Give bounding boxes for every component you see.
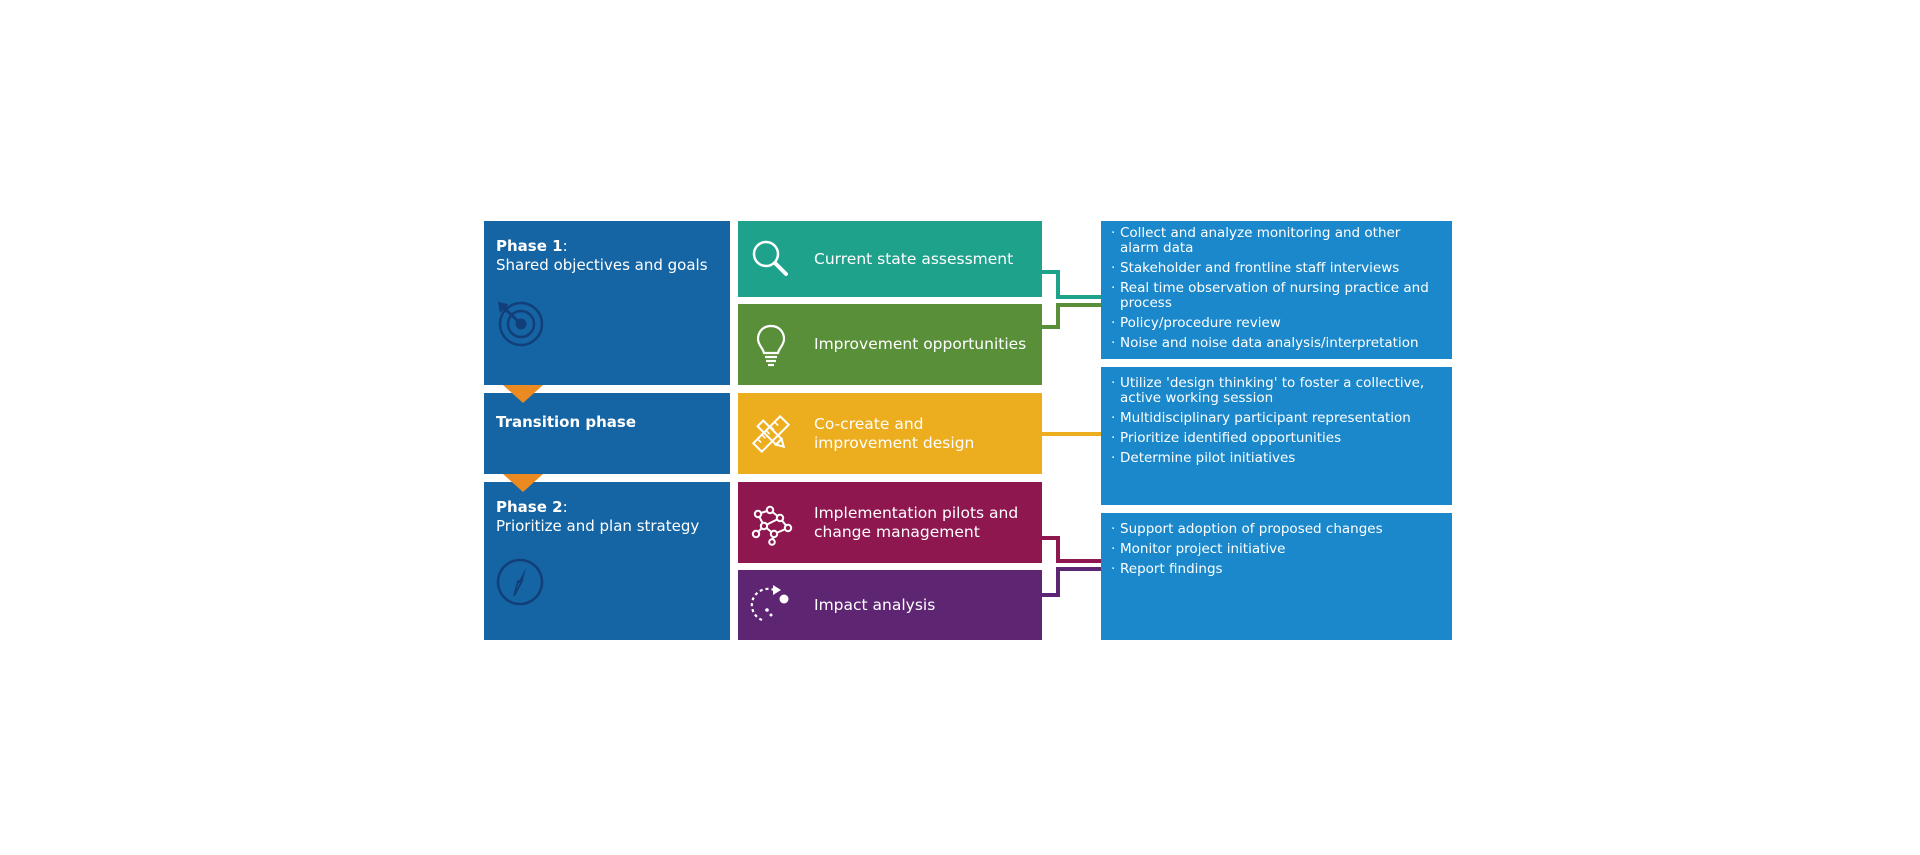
list-item: Support adoption of proposed changes [1111,522,1442,538]
step-impact-analysis: Impact analysis [738,570,1042,640]
phase-arrow-1 [503,385,543,403]
connector-current-state [1042,270,1101,299]
circular-arrow-icon [750,585,789,622]
step-label: Improvement opportunities [814,335,1027,353]
list-item: Stakeholder and frontline staff intervie… [1111,261,1442,277]
phase-2-subtitle: Prioritize and plan strategy [496,517,700,535]
detail-box-design: Utilize 'design thinking' to foster a co… [1101,367,1452,505]
compass-icon [496,558,544,606]
magnifier-icon [752,240,788,276]
target-icon [498,301,544,347]
step-improvement-opportunities: Improvement opportunities [738,304,1042,385]
detail-box-assessment: Collect and analyze monitoring and other… [1101,221,1452,359]
connector-impact [1042,567,1101,597]
list-item: Multidisciplinary participant representa… [1111,411,1442,427]
list-item: Noise and noise data analysis/interpreta… [1111,336,1442,352]
step-label: Co-create and improvement design [814,414,975,452]
detail-list: Utilize 'design thinking' to foster a co… [1111,376,1442,467]
step-label: Impact analysis [814,595,936,614]
phase-2-title: Phase 2 [496,498,563,516]
step-current-state-assessment: Current state assessment [738,221,1042,297]
list-item: Utilize 'design thinking' to foster a co… [1111,376,1442,406]
transition-phase-box: Transition phase [484,393,730,474]
transition-phase-title: Transition phase [496,413,637,431]
phase-1-title: Phase 1 [496,237,563,255]
pencil-ruler-icon [751,414,791,453]
list-item: Collect and analyze monitoring and other… [1111,226,1442,256]
step-label: Implementation pilots and change managem… [814,503,1019,541]
step-label: Current state assessment [814,249,1014,268]
list-item: Determine pilot initiatives [1111,451,1442,467]
list-item: Report findings [1111,562,1442,578]
step-co-create-design: Co-create and improvement design [738,393,1042,474]
list-item: Real time observation of nursing practic… [1111,281,1442,311]
phase-arrow-2 [503,474,543,492]
list-item: Prioritize identified opportunities [1111,431,1442,447]
phase-2-box: Phase 2: Prioritize and plan strategy [484,482,730,640]
list-item: Policy/procedure review [1111,316,1442,332]
list-item: Monitor project initiative [1111,542,1442,558]
detail-box-implementation: Support adoption of proposed changes Mon… [1101,513,1452,640]
network-nodes-icon [751,505,793,546]
detail-list: Collect and analyze monitoring and other… [1111,226,1442,352]
phase-1-box: Phase 1: Shared objectives and goals [484,221,730,385]
detail-list: Support adoption of proposed changes Mon… [1111,522,1442,578]
lightbulb-icon [756,324,786,366]
connector-implementation [1042,536,1101,563]
connector-improvement [1042,303,1101,329]
phase-1-subtitle: Shared objectives and goals [496,256,708,274]
step-implementation-pilots: Implementation pilots and change managem… [738,482,1042,563]
